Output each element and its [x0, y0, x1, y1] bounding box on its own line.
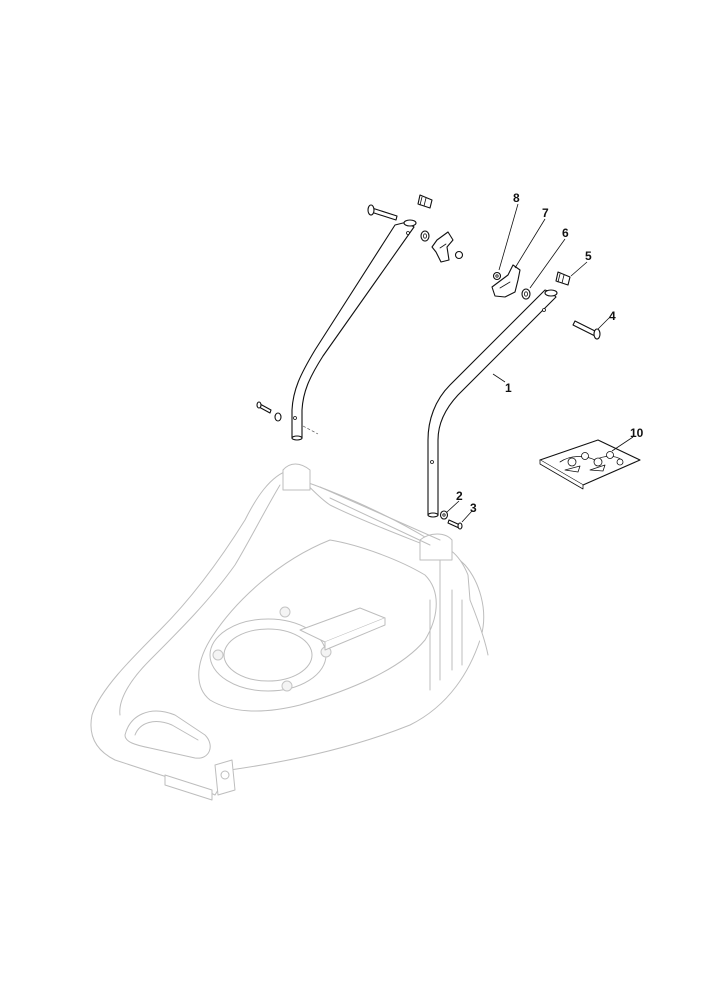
part-10-hardware-kit — [539, 439, 641, 490]
leader-lines — [446, 203, 634, 523]
callout-10: 10 — [630, 426, 644, 440]
callout-6: 6 — [562, 226, 569, 240]
callout-3: 3 — [470, 501, 477, 515]
callout-8: 8 — [513, 191, 520, 205]
part-3-screw — [447, 519, 463, 530]
callout-7: 7 — [542, 206, 549, 220]
callout-4: 4 — [609, 309, 616, 323]
part-6-washer — [521, 288, 531, 300]
part-5-spacer — [555, 271, 571, 286]
part-8-nut — [492, 271, 502, 281]
left-spacer — [417, 194, 433, 209]
left-long-bolt — [367, 204, 398, 221]
callout-2: 2 — [456, 489, 463, 503]
callout-5: 5 — [585, 249, 592, 263]
right-handle-part-1 — [427, 289, 558, 518]
part-7-knob — [491, 264, 521, 298]
left-lower-washer — [274, 412, 282, 422]
left-upper-handle — [291, 219, 417, 441]
mower-deck-ghost — [90, 463, 489, 801]
left-knob — [431, 231, 454, 263]
part-4-bolt — [572, 320, 601, 340]
callout-1: 1 — [505, 381, 512, 395]
left-washer — [420, 230, 430, 242]
part-2-washer — [439, 510, 449, 520]
left-nut — [454, 250, 464, 260]
callout-labels: 8 7 6 5 4 1 2 3 10 — [456, 191, 644, 515]
left-lower-screw — [256, 401, 272, 414]
